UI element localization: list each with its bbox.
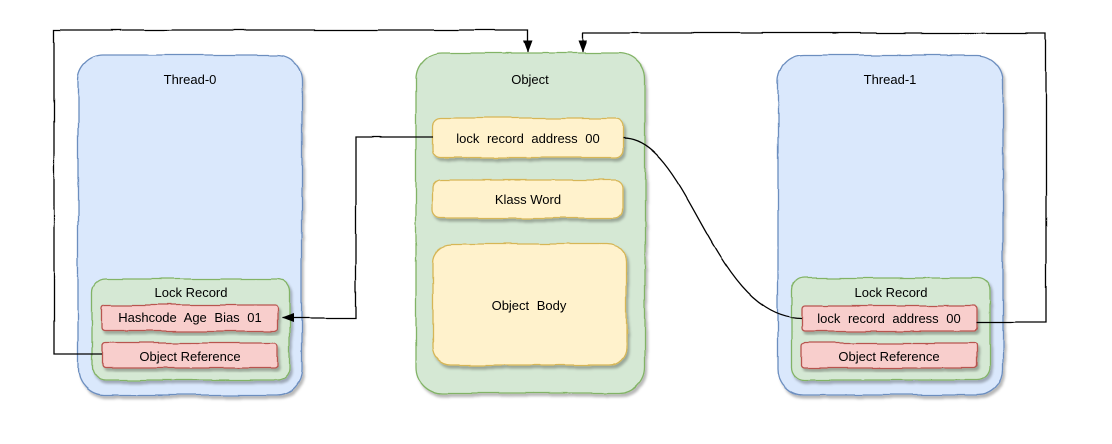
connector-thread0-objectref-to-object [53,29,533,355]
connector-thread1-objectref-to-object [578,32,1047,323]
thread1-title: Thread-1 [864,72,917,87]
object-body-label: Object Body [492,298,567,313]
thread0-object-reference-label: Object Reference [139,349,240,364]
thread0-object-reference-box [101,342,279,369]
thread1-object-reference-label: Object Reference [838,349,939,364]
connector-object-markword-to-thread1-lockrecord [622,137,803,319]
thread1-object-reference-box [801,342,978,369]
connector-object-markword-to-thread0-lockrecord [282,136,433,323]
object-body-box [432,243,627,366]
object-klass-word-label: Klass Word [495,192,561,207]
object-mark-word-label: lock record address 00 [456,131,600,146]
object-title: Object [511,72,549,87]
thread0-lock-record-title: Lock Record [155,285,228,300]
object-klass-word-box [432,179,624,219]
thread1-lock-record-title: Lock Record [855,285,928,300]
thread0-title: Thread-0 [164,72,217,87]
thread0-mark-word-box [101,304,279,332]
thread1-lock-record-address-label: lock record address 00 [817,311,961,326]
thread0-mark-word-label: Hashcode Age Bias 01 [118,310,262,325]
